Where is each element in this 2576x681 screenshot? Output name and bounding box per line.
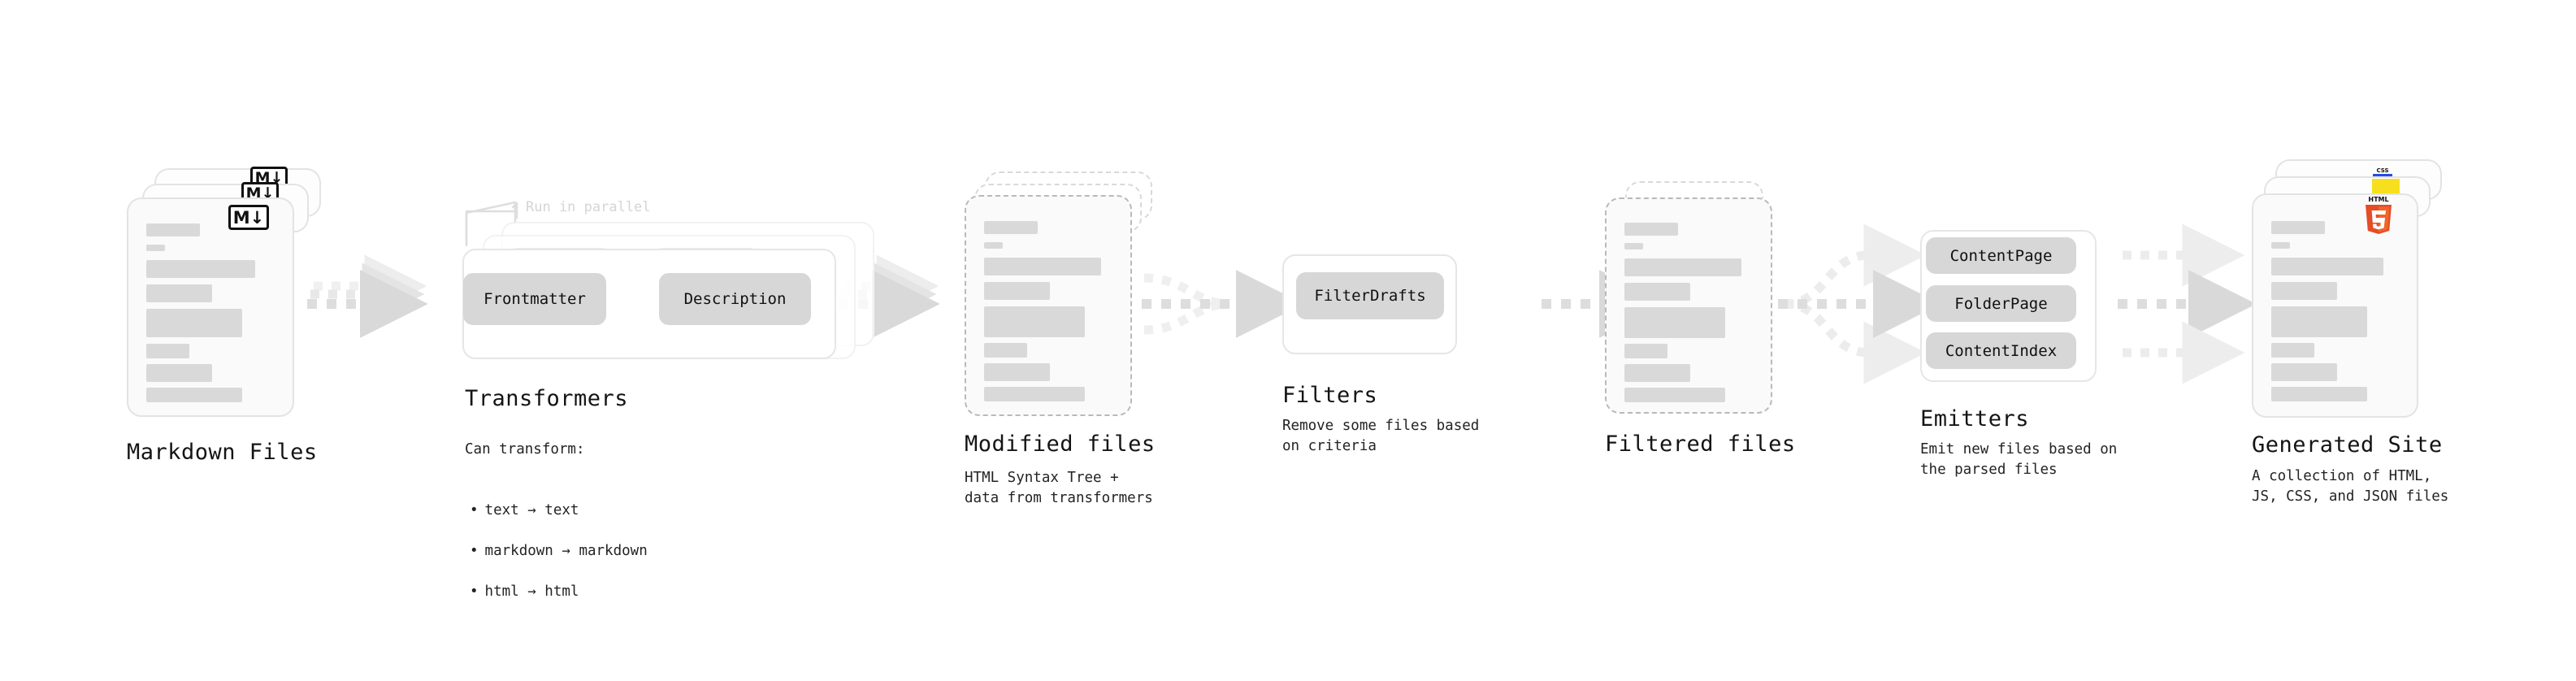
stage-caption-generated-site: A collection of HTML, JS, CSS, and JSON … bbox=[2252, 468, 2449, 505]
skeleton-heading bbox=[1624, 223, 1678, 236]
arrow-markdown-to-transformers bbox=[307, 254, 428, 338]
stage-caption-emitters: Emit new files based on the parsed files bbox=[1920, 441, 2118, 478]
skeleton-line bbox=[984, 258, 1101, 275]
stage-title-modified-files: Modified files bbox=[965, 432, 1156, 457]
transformers-bullet-list: text → text markdown → markdown html → h… bbox=[465, 480, 648, 622]
css3-badge-icon: CSS bbox=[2373, 167, 2392, 177]
skeleton-line bbox=[146, 309, 242, 337]
stage-title-transformers: Transformers bbox=[465, 386, 629, 411]
skeleton-line bbox=[1624, 258, 1741, 276]
stage-title-emitters: Emitters bbox=[1920, 406, 2030, 432]
site-file-card-html[interactable] bbox=[2252, 193, 2418, 418]
skeleton-subheading bbox=[1624, 243, 1643, 249]
arrow-filtered-to-emitters bbox=[1778, 223, 1941, 384]
skeleton-line bbox=[1624, 307, 1725, 338]
skeleton-line bbox=[984, 282, 1050, 300]
skeleton-line bbox=[984, 387, 1085, 401]
stage-title-markdown-files: Markdown Files bbox=[127, 440, 318, 465]
transformers-bullet-item: markdown → markdown bbox=[465, 541, 648, 562]
skeleton-heading bbox=[2271, 221, 2325, 234]
skeleton-line bbox=[2271, 387, 2367, 401]
skeleton-subheading bbox=[146, 245, 165, 251]
markdown-badge-icon: M↓ bbox=[228, 205, 269, 230]
skeleton-line bbox=[146, 364, 212, 382]
transformers-bullet-item: text → text bbox=[465, 501, 648, 521]
skeleton-line bbox=[2271, 258, 2383, 275]
stage-caption-modified-files: HTML Syntax Tree + data from transformer… bbox=[965, 470, 1153, 506]
emitter-chip-folderpage[interactable]: FolderPage bbox=[1926, 285, 2076, 322]
skeleton-line bbox=[984, 306, 1085, 337]
skeleton-line bbox=[146, 260, 255, 278]
stage-title-filtered-files: Filtered files bbox=[1605, 432, 1796, 457]
skeleton-heading bbox=[984, 221, 1038, 234]
javascript-badge-icon bbox=[2372, 179, 2400, 197]
skeleton-heading bbox=[146, 223, 200, 236]
skeleton-line bbox=[1624, 283, 1690, 301]
transformer-chip-description[interactable]: Description bbox=[659, 273, 811, 325]
skeleton-line bbox=[2271, 343, 2314, 358]
skeleton-line bbox=[2271, 306, 2367, 337]
arrow-emitters-to-site bbox=[2118, 223, 2257, 384]
filtered-file-card-front[interactable] bbox=[1605, 197, 1772, 414]
svg-text:HTML: HTML bbox=[2368, 196, 2388, 203]
html5-badge-icon: HTML bbox=[2366, 196, 2392, 234]
skeleton-subheading bbox=[984, 242, 1003, 249]
transformer-chip-frontmatter[interactable]: Frontmatter bbox=[463, 273, 606, 325]
skeleton-subheading bbox=[2271, 242, 2290, 249]
stage-title-filters: Filters bbox=[1282, 383, 1378, 408]
transformers-caption-head: Can transform: bbox=[465, 441, 585, 458]
emitter-chip-contentpage[interactable]: ContentPage bbox=[1926, 237, 2076, 274]
skeleton-line bbox=[984, 363, 1050, 381]
svg-text:CSS: CSS bbox=[2376, 167, 2388, 174]
skeleton-line bbox=[2271, 282, 2337, 300]
skeleton-line bbox=[146, 284, 212, 302]
skeleton-line bbox=[1624, 344, 1667, 358]
skeleton-line bbox=[1624, 364, 1690, 382]
stage-title-generated-site: Generated Site bbox=[2252, 432, 2443, 458]
skeleton-line bbox=[146, 344, 189, 358]
arrow-modified-to-filters bbox=[1142, 270, 1304, 338]
skeleton-line bbox=[2271, 363, 2337, 381]
skeleton-line bbox=[1624, 388, 1725, 402]
modified-file-card-front[interactable] bbox=[965, 195, 1132, 416]
markdown-file-card-front[interactable] bbox=[127, 197, 294, 417]
transformers-bullet-item: html → html bbox=[465, 582, 648, 602]
stage-caption-transformers: Can transform: text → text markdown → ma… bbox=[465, 419, 648, 643]
emitter-chip-contentindex[interactable]: ContentIndex bbox=[1926, 332, 2076, 369]
filter-chip-filterdrafts[interactable]: FilterDrafts bbox=[1296, 272, 1444, 319]
run-in-parallel-label: Run in parallel bbox=[526, 199, 651, 215]
stage-caption-filters: Remove some files based on criteria bbox=[1282, 418, 1480, 454]
skeleton-line bbox=[146, 388, 242, 402]
skeleton-line bbox=[984, 343, 1027, 358]
